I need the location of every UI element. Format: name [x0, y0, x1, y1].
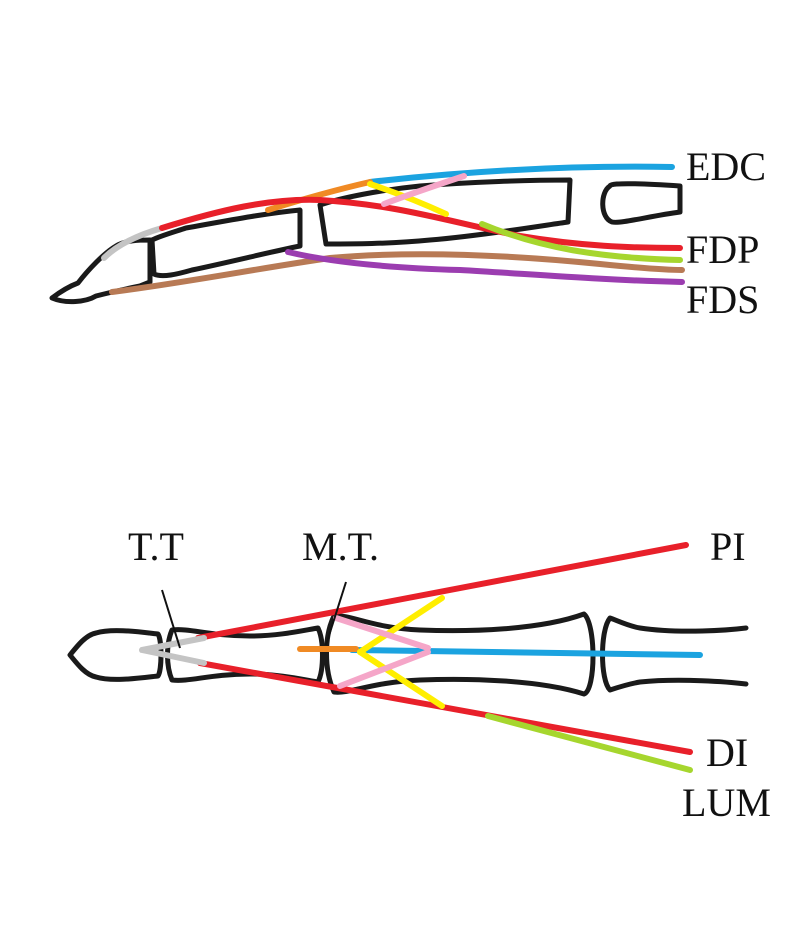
lateral-band-yellow-lower — [357, 649, 445, 709]
proximal-phalanx-dorsal — [324, 611, 596, 697]
lateral-band-pink-upper — [333, 615, 431, 651]
lateral-band-yellow — [367, 181, 449, 217]
lum-tendon-lime — [485, 713, 693, 773]
lateral-band-yellow-upper — [357, 595, 445, 655]
fds-tendon-brown — [109, 251, 685, 295]
lateral-band-pink — [381, 173, 467, 207]
dorsal-view: T.T M.T. PI DI LUM — [67, 524, 771, 825]
label-edc: EDC — [686, 144, 766, 189]
distal-phalanx-dorsal — [67, 628, 164, 682]
metacarpal-head-lateral — [600, 181, 683, 225]
label-fds: FDS — [686, 277, 759, 322]
label-fdp: FDP — [686, 227, 759, 272]
label-pi: PI — [710, 524, 746, 569]
tt-leader-line — [161, 589, 181, 649]
label-lum: LUM — [682, 780, 771, 825]
di-tendon-red — [197, 660, 693, 755]
lateral-view: EDC FDP FDS — [49, 144, 766, 322]
label-di: DI — [706, 730, 748, 775]
lumbrical-lime — [479, 221, 683, 263]
central-slip-orange — [265, 179, 373, 213]
label-mt: M.T. — [302, 524, 379, 569]
label-tt: T.T — [128, 524, 184, 569]
edc-tendon-blue-dorsal — [349, 647, 703, 658]
mt-leader-line — [325, 581, 347, 646]
fdp-tendon-red — [159, 196, 683, 251]
pi-tendon-red — [195, 542, 689, 641]
distal-phalanx-lateral — [49, 237, 153, 305]
terminal-tendon-gray-dorsal — [139, 635, 207, 666]
terminal-tendon-gray-lateral — [101, 225, 165, 261]
edc-tendon-blue — [367, 163, 675, 185]
middle-phalanx-lateral — [149, 207, 303, 279]
interossei-purple — [285, 249, 685, 285]
lateral-band-pink-lower — [337, 649, 431, 689]
